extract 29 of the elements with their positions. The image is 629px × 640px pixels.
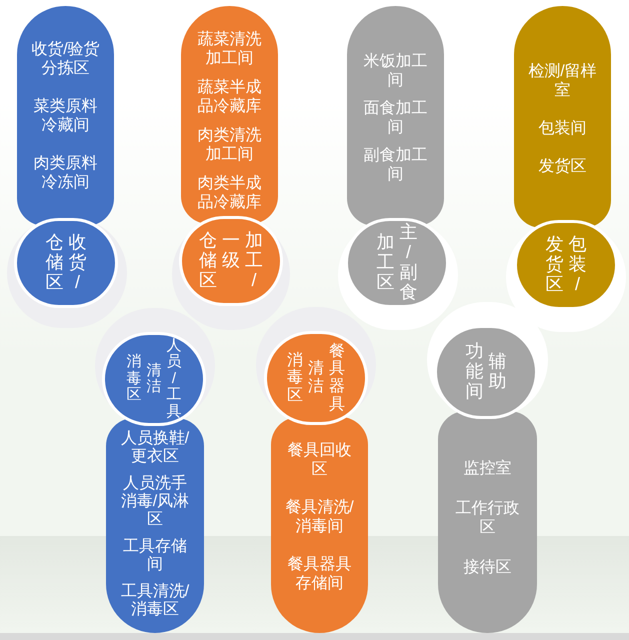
area-name: 餐具器具存储间 — [286, 555, 352, 593]
area-name: 监控室 — [462, 459, 512, 478]
area-name: 肉类清洗加工间 — [196, 126, 262, 164]
area-name: 工具存储间 — [122, 538, 188, 574]
zone-pill — [106, 418, 204, 633]
area-name: 发货区 — [538, 157, 588, 176]
zone-pill — [271, 417, 368, 633]
area-name: 蔬菜半成品冷藏库 — [196, 78, 262, 116]
area-name: 米饭加工间 — [362, 52, 428, 90]
zone-title: 包装/发货区 — [546, 235, 586, 295]
area-name: 人员洗手消毒/风淋区 — [120, 475, 190, 529]
area-name: 工作行政区 — [454, 499, 520, 537]
area-name: 菜类原料冷藏间 — [32, 97, 98, 135]
area-name: 接待区 — [462, 558, 512, 577]
area-name: 面食加工间 — [362, 99, 428, 137]
area-name: 肉类原料冷冻间 — [32, 154, 98, 192]
area-name: 蔬菜清洗加工间 — [196, 30, 262, 68]
area-name: 收货/验货分拣区 — [30, 40, 101, 78]
area-name: 检测/留样室 — [527, 62, 598, 100]
area-name: 餐具回收区 — [286, 441, 352, 479]
area-name: 餐具清洗/消毒间 — [284, 498, 355, 536]
zone-title: 收货/仓储区 — [46, 233, 86, 293]
area-name: 副食加工间 — [362, 146, 428, 184]
zone-title: 加工/一级仓储区 — [199, 231, 263, 291]
area-name: 包装间 — [538, 119, 588, 138]
area-name: 工具清洗/消毒区 — [120, 583, 190, 619]
area-name: 人员换鞋/更衣区 — [120, 430, 190, 466]
zone-pill — [438, 411, 537, 633]
area-name: 肉类半成品冷藏库 — [196, 174, 262, 212]
